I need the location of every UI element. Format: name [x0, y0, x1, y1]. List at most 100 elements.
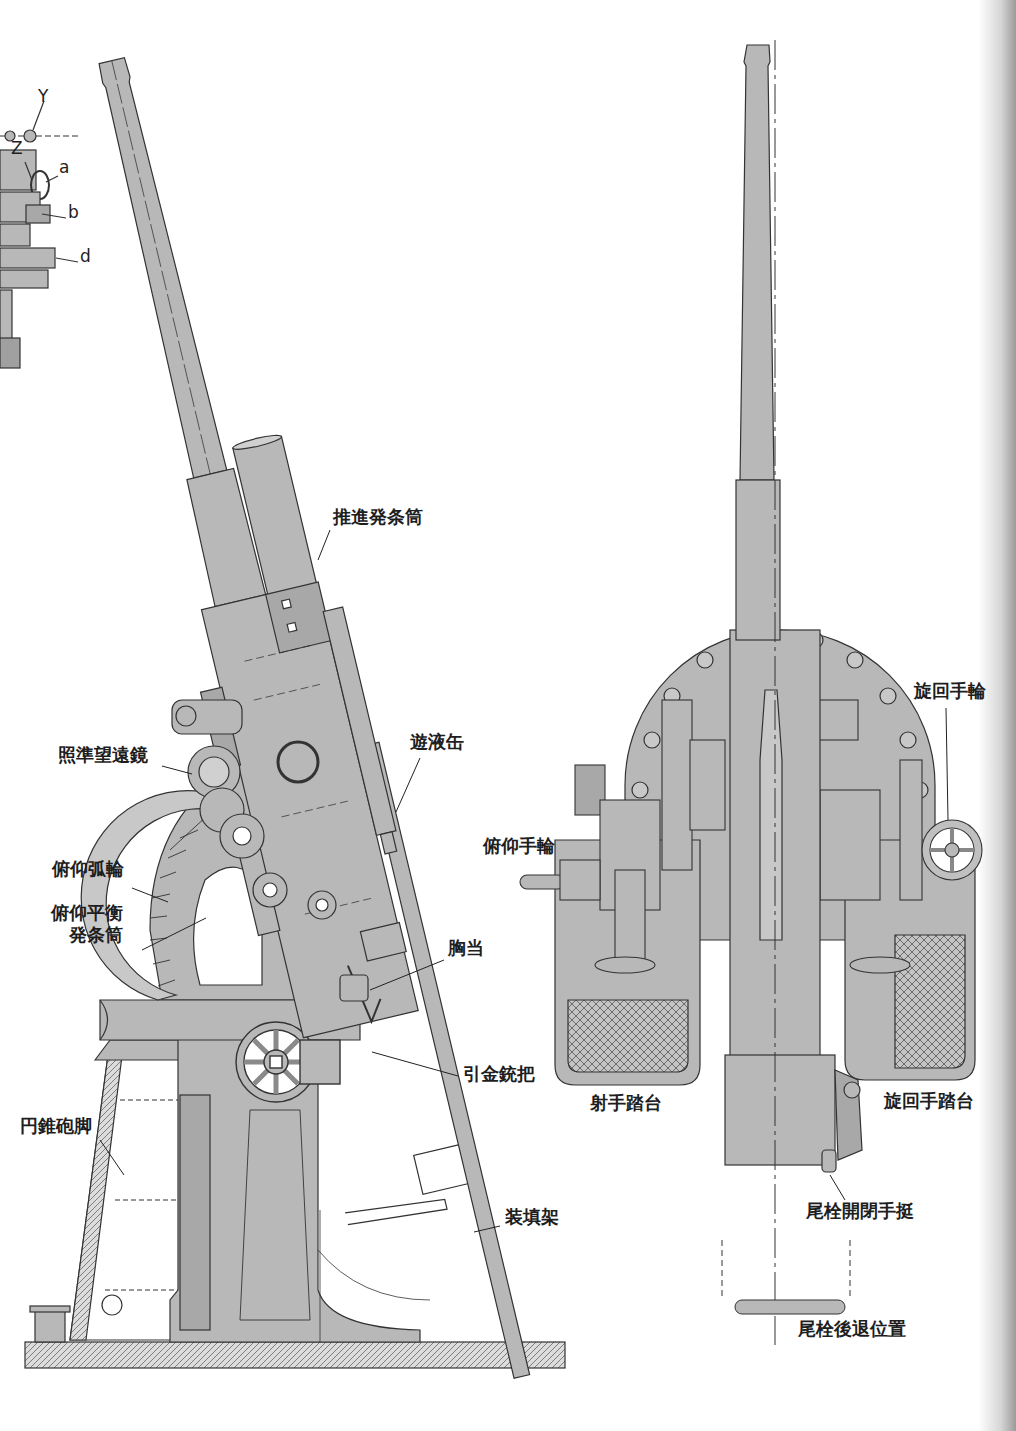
- sighting-telescope-part: [220, 814, 264, 858]
- leader-lines-part: [474, 1226, 500, 1232]
- front-gun: [725, 45, 862, 1172]
- leader-lines-part: [132, 888, 168, 902]
- part-name: 尾栓開閉手挺: [806, 1200, 914, 1222]
- front-mechanism-part: [595, 957, 655, 973]
- leader-lines-part: [372, 1052, 458, 1076]
- sighting-telescope-part: [172, 700, 242, 734]
- sight-inset-part: [42, 214, 66, 218]
- sight-inset-part: [56, 258, 78, 262]
- base-plate-part: [25, 1342, 565, 1368]
- gun-body-part: [112, 61, 210, 474]
- center-line-part: [735, 1300, 845, 1314]
- leader-lines-part: [100, 1140, 124, 1175]
- leader-lines: [100, 530, 948, 1232]
- front-mechanism-part: [520, 875, 565, 889]
- handwheel-part: [264, 1050, 288, 1074]
- sighting-telescope-part: [176, 706, 196, 726]
- leader-lines-part: [946, 708, 948, 820]
- gun-body: [53, 38, 437, 1043]
- handwheel-part: [244, 1030, 308, 1094]
- sighting-telescope-part: [278, 742, 318, 782]
- front-mechanism-part: [922, 820, 982, 880]
- sighting-telescope-part: [199, 757, 229, 787]
- sighting-telescope-part: [340, 975, 368, 1001]
- callout-letter: a: [59, 157, 69, 177]
- part-name: 遊液缶: [410, 731, 464, 753]
- part-name: 胸当: [448, 937, 484, 959]
- part-name: 射手踏台: [590, 1092, 662, 1114]
- gun-body-part: [245, 645, 373, 914]
- center-line: [722, 40, 850, 1345]
- part-name: 旋回手輪: [914, 680, 986, 702]
- sight-inset-part: [26, 205, 50, 223]
- loading-tray-part: [345, 1190, 447, 1233]
- center-line-part: [775, 40, 776, 1345]
- part-name: 俯仰手輪: [483, 835, 555, 857]
- callout-letter: d: [80, 246, 91, 266]
- cone-mount-part: [105, 1100, 190, 1290]
- front-shield-part-part: [900, 732, 916, 748]
- gun-body-part: [380, 832, 396, 854]
- part-name: 旋回手踏台: [884, 1090, 974, 1112]
- sight-inset-part: [0, 290, 12, 340]
- cone-mount-part: [102, 1295, 122, 1315]
- cone-mount-part: [70, 1040, 124, 1340]
- gun-body-part: [282, 599, 292, 609]
- sight-inset: [0, 101, 78, 368]
- part-name: 装填架: [505, 1206, 559, 1228]
- front-mechanism-part: [662, 700, 692, 870]
- front-mechanism-part: [818, 700, 858, 740]
- front-shield-part-part: [632, 782, 648, 798]
- center-line-part: [722, 1240, 850, 1300]
- gun-body-part: [323, 607, 396, 835]
- front-mechanism-part: [690, 740, 725, 830]
- callout-letter: Z: [11, 138, 23, 158]
- front-gun-part: [844, 1082, 860, 1098]
- sighting-telescope-part: [253, 873, 287, 907]
- front-gun-part: [736, 480, 780, 640]
- front-mechanism-part: [930, 828, 974, 872]
- pedestal-part: [318, 1250, 430, 1300]
- front-mechanism-part: [945, 843, 959, 857]
- platforms-part: [895, 935, 965, 1068]
- sight-inset-part: [0, 338, 20, 368]
- base-plate-part: [30, 1306, 70, 1312]
- front-shield-part-part: [880, 688, 896, 704]
- gun-body-part: [360, 922, 406, 960]
- front-shield-part-part: [847, 652, 863, 668]
- part-name: 尾栓後退位置: [798, 1318, 906, 1340]
- sight-inset-part: [0, 224, 30, 246]
- leader-lines-part: [142, 918, 206, 950]
- leader-lines-part: [162, 766, 192, 774]
- handwheel: [236, 1022, 340, 1102]
- part-name: 推進発条筒: [333, 506, 423, 528]
- part-name: 俯仰弧輪: [52, 858, 124, 880]
- gun-body-part: [95, 57, 227, 478]
- sighting-telescope-part: [316, 899, 328, 911]
- handwheel-part: [244, 1030, 308, 1094]
- sighting-telescope-part: [263, 883, 277, 897]
- sighting-telescope-part: [308, 891, 336, 919]
- front-mechanism-part: [900, 760, 922, 900]
- page-fold: [978, 0, 1016, 1431]
- front-shield-part-part: [697, 652, 713, 668]
- part-name: 円錐砲脚: [20, 1115, 92, 1137]
- part-name: 俯仰平衡 発条筒: [44, 902, 123, 945]
- front-gun-part: [725, 1055, 835, 1165]
- callout-letter: b: [68, 202, 79, 222]
- carriage-part: [100, 1000, 108, 1040]
- gun-body-part: [266, 582, 332, 653]
- gun-body-part: [232, 433, 282, 452]
- leader-lines-part: [396, 758, 420, 812]
- platforms-part: [555, 840, 700, 1085]
- leader-lines-part: [830, 1175, 845, 1200]
- sight-inset-part: [46, 176, 58, 182]
- platforms-part: [568, 1000, 688, 1072]
- part-name: 照準望遠鏡: [58, 744, 148, 766]
- loading-tray-part: [414, 1145, 468, 1195]
- leader-lines-part: [370, 960, 444, 990]
- front-mechanism-part: [560, 860, 600, 900]
- front-mechanism-part: [930, 828, 974, 872]
- sight-inset-part: [25, 162, 32, 180]
